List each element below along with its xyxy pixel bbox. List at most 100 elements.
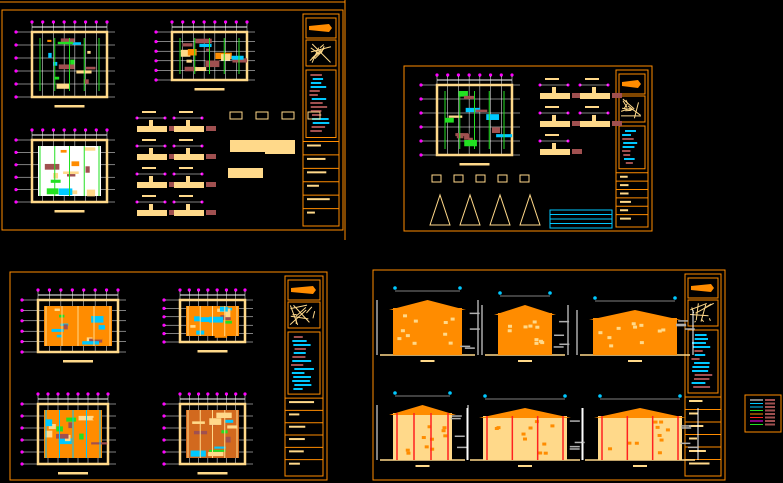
window [534,338,539,342]
plan-outline [36,402,110,466]
legend-text-line [692,366,710,368]
plan-element [70,190,78,195]
axis-bubble-icon [598,394,602,398]
legend-text-line [310,82,322,84]
plan-element [225,311,231,319]
grid-bubble-icon [162,462,166,466]
footing-section [540,149,570,155]
window [528,426,533,430]
window [639,341,644,345]
pile-detail [307,111,321,120]
column-section [186,204,190,212]
window [523,325,528,329]
plan-element [56,334,62,338]
title-block-text [289,401,315,404]
column-section [592,115,596,123]
plan-element [63,324,68,330]
grid-bubble-icon [187,392,191,396]
window [397,337,402,341]
drawing-title-bar [54,210,85,213]
sheet-floor-plans[interactable] [9,271,328,481]
title-block [302,13,340,227]
layer-name [765,399,775,401]
grid-bubble-icon [162,340,166,344]
grid-bubble-icon [83,20,88,24]
sheet-elevations-sections[interactable] [372,269,726,481]
annotation-text [684,328,695,330]
legend-text-line [694,338,709,340]
grid-bubble-icon [419,97,423,101]
grid-bubble-icon [20,438,24,442]
detail-title-bar [585,106,599,108]
location-map-box [305,39,337,67]
grid-bubble-icon [419,153,423,157]
plan-element [205,60,220,68]
plan-element [208,316,224,323]
axis-bubble-icon [678,394,682,398]
window [521,432,526,436]
title-block-text [689,425,704,427]
axis-bubble-icon [393,286,397,290]
plan-element [199,317,216,322]
title-block-text [289,450,304,453]
column-section [149,120,153,128]
north-arrow-icon [622,80,641,88]
plan-element [216,412,232,419]
axis-bubble-icon [563,394,567,398]
legend-text-line [292,360,312,362]
footing-section [540,121,570,127]
annotation-text [206,154,216,159]
annotation-text [572,93,582,98]
annotation-text [206,182,216,187]
location-map-box [287,301,321,329]
title-block-text [620,209,629,212]
legend-text-line [694,374,713,376]
grid-bubble-icon [82,288,86,292]
plan-element [458,91,468,97]
sheet-structural-plans[interactable] [0,0,346,240]
title-block-text [620,200,631,203]
title-block-text [307,157,326,160]
window [657,451,662,455]
sheet-foundation-details[interactable] [403,65,653,232]
axis-bubble-icon [498,291,502,295]
window [413,319,418,323]
window [609,344,614,348]
location-map-line [311,49,322,59]
legend-text-line [310,110,322,112]
layer-legend-box[interactable] [744,394,782,433]
grid-bubble-icon [510,73,514,77]
detail-title-bar [545,78,559,80]
pile-detail [497,174,508,183]
detail-title-bar [179,139,193,141]
window [631,322,636,326]
grid-bubble-icon [243,392,247,396]
grid-bubble-icon [83,128,88,132]
grid-bubble-icon [419,83,423,87]
plan-element [182,43,193,47]
grid-bubble-icon [206,288,210,292]
grid-bubble-icon [104,288,109,292]
plan-element [53,172,59,179]
legend-text-line [291,372,305,374]
legend-text-line [692,370,709,372]
annotation-text [460,345,471,348]
window [616,326,621,330]
window [412,341,417,345]
annotation-text [559,320,570,323]
grid-bubble-icon [30,128,34,132]
grid-bubble-icon [86,392,90,396]
title-block-text [289,425,306,428]
grid-bubble-icon [419,125,423,129]
location-map-line [312,310,316,319]
drawing-title-bar [194,88,225,91]
plan-element [187,49,197,56]
title-block-text [289,462,300,465]
plan-element [180,49,191,57]
legend-text-line [625,162,633,164]
window [598,331,603,335]
plan-element [86,189,96,197]
title-block-text [307,184,319,187]
grid-bubble-icon [467,73,471,77]
